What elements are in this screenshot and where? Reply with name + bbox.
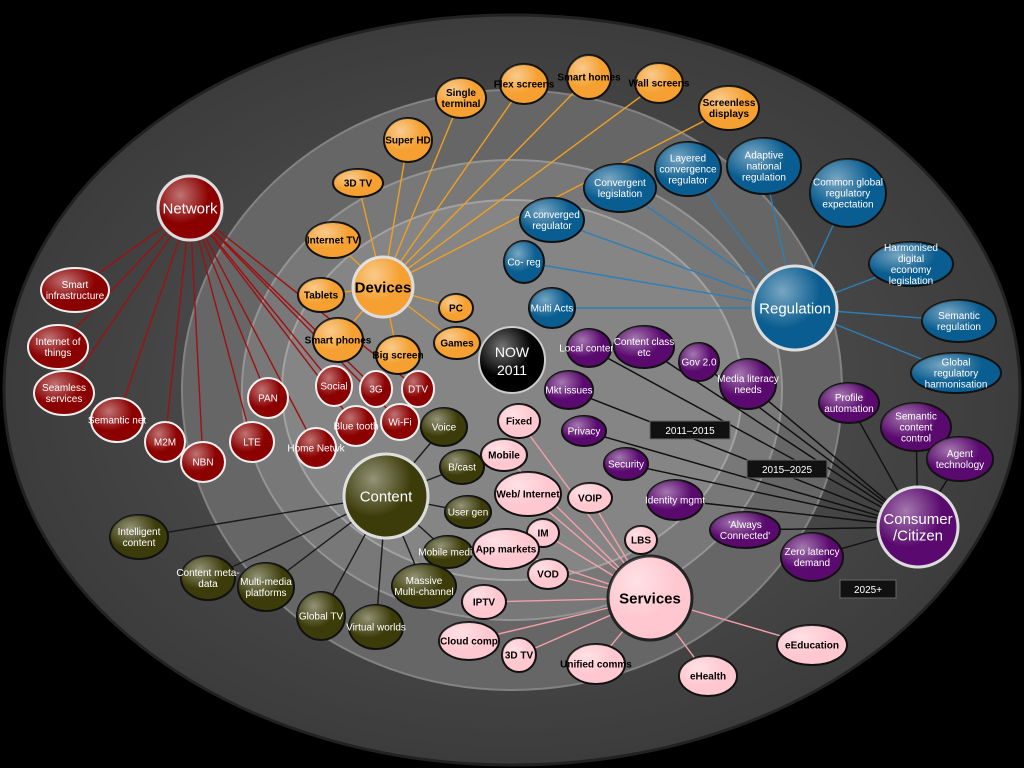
connector-network-social	[189, 207, 335, 387]
node-network-pan: PAN	[247, 377, 289, 419]
era-label-2025: 2025+	[839, 579, 897, 599]
connector-devices-wall-screens	[382, 82, 660, 288]
node-network-3g: 3G	[359, 370, 393, 408]
node-network-social: Social	[315, 365, 353, 407]
consumer-link-5	[583, 430, 919, 528]
hub-regulation: Regulation	[751, 264, 839, 352]
hub-devices: Devices	[351, 255, 415, 319]
node-services-fixed: Fixed	[497, 403, 541, 439]
node-content-voice: Voice	[420, 407, 468, 447]
node-services-lbs: LBS	[624, 525, 658, 555]
node-devices-games: Games	[433, 326, 481, 360]
hub-consumer: Consumer/Citizen	[876, 485, 960, 569]
connector-regulation-co-reg	[523, 261, 796, 309]
node-services-iptv: IPTV	[461, 584, 507, 620]
consumer-link-4	[568, 389, 919, 528]
connector-network-m2m	[164, 207, 191, 443]
era-labels: 2011–2015 2015–2025 2025+	[649, 420, 897, 599]
node-consumer-mkt-issues: Mkt issues	[544, 370, 594, 410]
now-2011-node: NOW 2011	[478, 326, 546, 394]
node-devices-pc: PC	[438, 293, 474, 323]
node-services-ehealth: eHealth	[678, 655, 738, 697]
node-services-cloud-comp: Cloud comp	[438, 621, 500, 661]
node-network-wi-fi: Wi-Fi	[380, 403, 420, 441]
connector-network-semantic-net	[116, 207, 191, 421]
hub-content: Content	[342, 452, 430, 540]
node-consumer-local-content: Local content	[559, 328, 619, 368]
node-consumer-gov-2-0: Gov 2.0	[678, 342, 720, 382]
connector-network-seamless-services	[63, 207, 191, 394]
era-label-2015-2025: 2015–2025	[746, 459, 828, 479]
node-network-dtv: DTV	[401, 370, 435, 408]
node-services-voip: VOIP	[567, 482, 613, 514]
node-consumer-security: Security	[603, 447, 649, 481]
node-services-vod: VOD	[527, 558, 569, 590]
node-services-web-internet: Web/ Internet	[494, 471, 562, 517]
node-content-global-tv: Global TV	[296, 591, 346, 641]
node-consumer-identity-mgmt: Identity mgmt	[645, 479, 705, 521]
node-regulation-co-reg: Co- reg	[503, 240, 545, 284]
node-services-eeducation: eEducation	[776, 624, 848, 666]
node-services-mobile: Mobile	[480, 438, 528, 472]
node-content-user-gen: User gen	[444, 495, 492, 529]
node-devices-3d-tv: 3D TV	[332, 168, 384, 198]
era-label-2011-2015: 2011–2015	[649, 420, 731, 440]
connector-devices-single-terminal	[382, 97, 462, 288]
node-consumer-privacy: Privacy	[561, 415, 607, 447]
node-network-lte: LTE	[229, 421, 275, 463]
connector-network-nbn	[189, 207, 204, 463]
node-content-b-cast: B/cast	[439, 449, 485, 485]
consumer-link-0	[588, 347, 919, 528]
node-devices-super-hd: Super HD	[383, 117, 433, 163]
connector-network-pan	[189, 207, 269, 399]
hub-services: Services	[606, 554, 694, 642]
node-regulation-multi-acts: Multi Acts	[528, 287, 576, 329]
node-devices-smart-homes: Smart homes	[557, 54, 621, 100]
node-devices-big-screen: Big screen	[372, 335, 424, 375]
node-services-app-markets: App markets	[472, 528, 540, 570]
hub-network: Network	[156, 174, 224, 242]
node-services-unified-comms: Unified comms	[560, 643, 632, 685]
connector-network-lte	[189, 207, 253, 443]
node-devices-tablets: Tablets	[297, 277, 345, 313]
consumer-link-6	[625, 463, 919, 528]
node-services-3d-tv: 3D TV	[501, 637, 537, 673]
node-network-nbn: NBN	[180, 441, 226, 483]
connector-devices-flex-screens	[382, 83, 525, 288]
node-devices-internet-tv: Internet TV	[305, 221, 361, 259]
node-network-m2m: M2M	[144, 421, 186, 463]
connector-network-home-netwk	[189, 207, 317, 449]
connector-devices-smart-homes	[382, 76, 590, 288]
